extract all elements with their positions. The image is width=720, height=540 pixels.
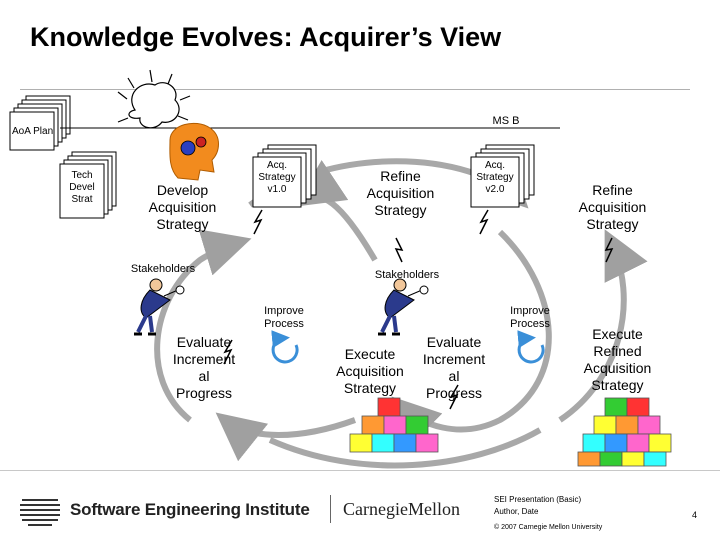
evaluate-incremental-progress-label-1: Evaluate Increment al Progress [172, 334, 236, 401]
acq-strategy-v2-doc [470, 144, 535, 208]
develop-acquisition-strategy-label: Develop Acquisition Strategy [148, 182, 217, 232]
evaluate-incremental-progress-label-2: Evaluate Increment al Progress [422, 334, 486, 401]
idea-burst-icon [117, 69, 191, 129]
stakeholders-label-2: Stakeholders [374, 269, 440, 281]
refine-acquisition-strategy-label-2: Refine Acquisition Strategy [578, 182, 647, 232]
sei-wordmark: Software Engineering Institute [70, 500, 310, 519]
aoa-plan-doc [9, 95, 71, 151]
execute-acquisition-strategy-label: Execute Acquisition Strategy [336, 346, 404, 396]
refine-acquisition-strategy-label-1: Refine Acquisition Strategy [366, 168, 435, 218]
lightning-icons [223, 209, 614, 410]
acq-strategy-v1-label: Acq. Strategy v1.0 [258, 160, 296, 195]
improve-process-cycle-icon-1 [271, 330, 299, 364]
acq-strategy-v2-label: Acq. Strategy v2.0 [476, 160, 514, 195]
head-with-gears-icon [169, 122, 219, 181]
block-pyramid-1 [349, 397, 439, 453]
block-pyramid-2 [577, 397, 672, 467]
execute-refined-acquisition-strategy-label: Execute Refined Acquisition Strategy [583, 326, 652, 393]
tech-devel-strat-doc [59, 151, 117, 219]
stakeholder-figure-2 [378, 278, 429, 336]
improve-process-label-1: Improve Process [264, 305, 304, 330]
logo-separator [330, 495, 331, 523]
footer-author-date: Author, Date [494, 507, 539, 516]
page-number: 4 [692, 510, 698, 520]
title-divider [20, 89, 690, 90]
footer-divider [0, 470, 720, 471]
page-title: Knowledge Evolves: Acquirer’s View [30, 22, 502, 52]
stakeholder-figure-1 [134, 278, 185, 336]
footer-presentation: SEI Presentation (Basic) [494, 495, 582, 504]
improve-process-cycle-icon-2 [517, 330, 545, 364]
stakeholders-label-1: Stakeholders [130, 263, 196, 275]
ms-b-label: MS B [492, 115, 520, 127]
acq-strategy-v1-doc [252, 144, 317, 208]
aoa-plan-label: AoA Plan [12, 126, 54, 137]
cmu-wordmark: CarnegieMellon [343, 499, 460, 519]
tech-devel-strat-label: Tech Devel Strat [69, 170, 95, 205]
improve-process-label-2: Improve Process [510, 305, 550, 330]
footer-copyright: © 2007 Carnegie Mellon University [494, 524, 603, 531]
sei-logo-icon [20, 499, 60, 526]
